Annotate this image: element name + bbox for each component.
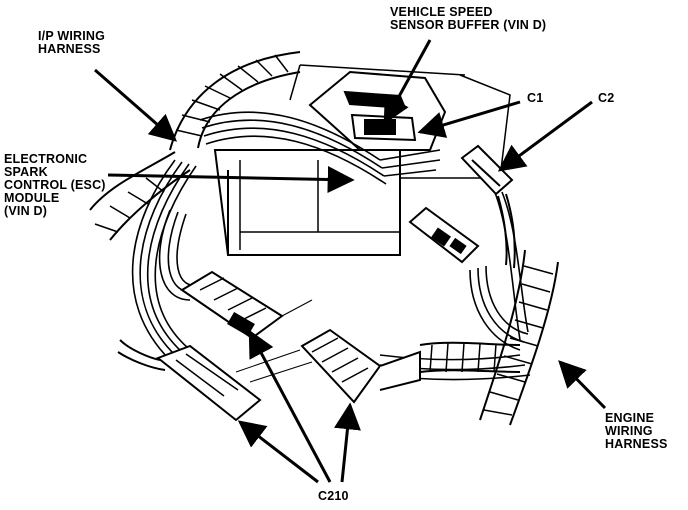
c210-connector-upper [180,270,284,340]
c210-connector-mating [300,328,421,404]
arrow-ip-harness [94,68,178,142]
label-engine-harness: ENGINE WIRING HARNESS [605,412,668,451]
label-esc-line-4: MODULE [4,191,60,205]
arrow-c210-right [334,402,361,483]
arrow-c210-left [237,420,319,484]
c2-connector [460,144,516,269]
vss-buffer-module [308,70,447,151]
label-esc-line-1: ELECTRONIC [4,152,88,166]
arrow-esc-module [107,166,355,193]
label-ip-wiring-harness: I/P WIRING HARNESS [38,30,105,56]
leader-arrows [94,39,607,484]
label-c2: C2 [598,92,614,105]
mating-guides [235,299,313,383]
label-esc-line-2: SPARK [4,165,48,179]
label-engine-line-3: HARNESS [605,437,668,451]
c210-connector-lower [117,339,262,422]
mounting-panel [213,64,511,256]
wire-bundle-top [199,111,441,185]
arrow-engine-harness [558,360,607,410]
label-esc-module: ELECTRONIC SPARK CONTROL (ESC) MODULE (V… [4,153,106,218]
c1-plug [408,206,480,264]
ip-wiring-harness [89,51,301,241]
label-c1: C1 [527,92,543,105]
label-c210: C210 [318,490,349,503]
label-c210-text: C210 [318,489,349,503]
label-vss-line-2: SENSOR BUFFER (VIN D) [390,18,547,32]
label-ip-line-2: HARNESS [38,42,101,56]
label-esc-line-3: CONTROL (ESC) [4,178,106,192]
label-ip-line-1: I/P WIRING [38,29,106,43]
wire-bundle-left [131,159,201,361]
label-engine-line-1: ENGINE [605,411,655,425]
arrow-c1 [417,100,521,138]
label-c2-text: C2 [598,91,615,105]
wire-bundle-right [379,189,531,381]
arrow-c210-mid [248,329,332,483]
label-engine-line-2: WIRING [605,424,653,438]
label-esc-line-5: (VIN D) [4,204,48,218]
label-c1-text: C1 [527,91,544,105]
label-vss-buffer: VEHICLE SPEED SENSOR BUFFER (VIN D) [390,6,546,32]
arrow-c2 [497,100,593,172]
arrow-vss-buffer [383,39,432,125]
label-vss-line-1: VEHICLE SPEED [390,5,493,19]
engine-wiring-harness [419,249,559,426]
